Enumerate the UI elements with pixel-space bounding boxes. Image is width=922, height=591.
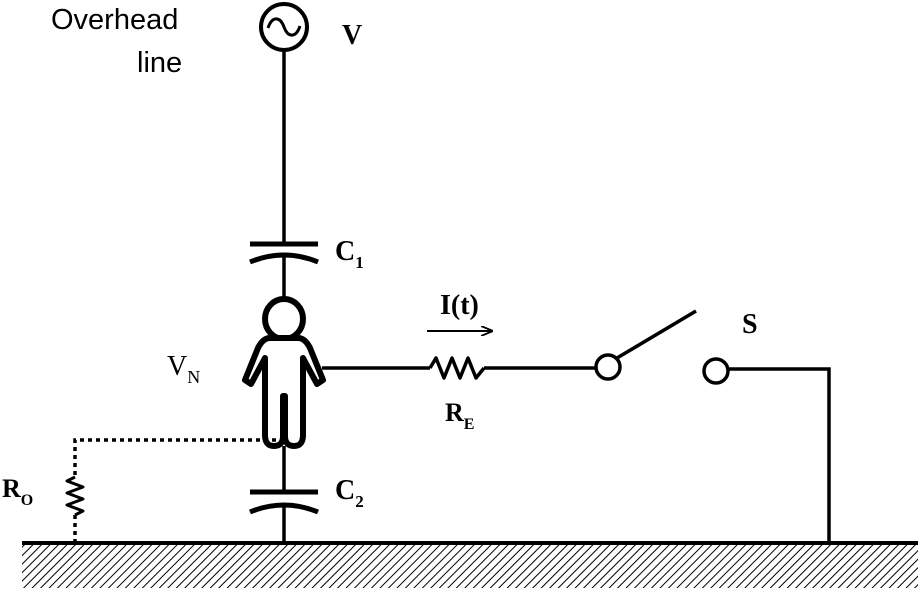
overhead-line-label-1: Overhead xyxy=(51,4,178,36)
current-label: I(t) xyxy=(440,290,479,321)
resistor-re-icon xyxy=(428,356,486,380)
re-label: RE xyxy=(445,398,474,433)
switch-s-icon xyxy=(594,309,730,385)
switch-s-label: S xyxy=(742,309,758,340)
c2-label: C2 xyxy=(335,475,364,511)
source-v-label: V xyxy=(342,20,362,51)
ac-source-icon xyxy=(259,2,309,52)
c1-label: C1 xyxy=(335,236,364,272)
resistor-ro-icon xyxy=(65,475,85,517)
vn-label: VN xyxy=(167,351,200,387)
ground-icon xyxy=(22,541,918,588)
switch-to-ground-wire xyxy=(728,367,831,543)
leakage-path xyxy=(65,438,284,543)
ro-label: RO xyxy=(2,474,33,509)
overhead-line-label-2: line xyxy=(137,47,182,79)
person-icon xyxy=(242,296,326,449)
capacitor-c1-icon xyxy=(249,241,319,265)
